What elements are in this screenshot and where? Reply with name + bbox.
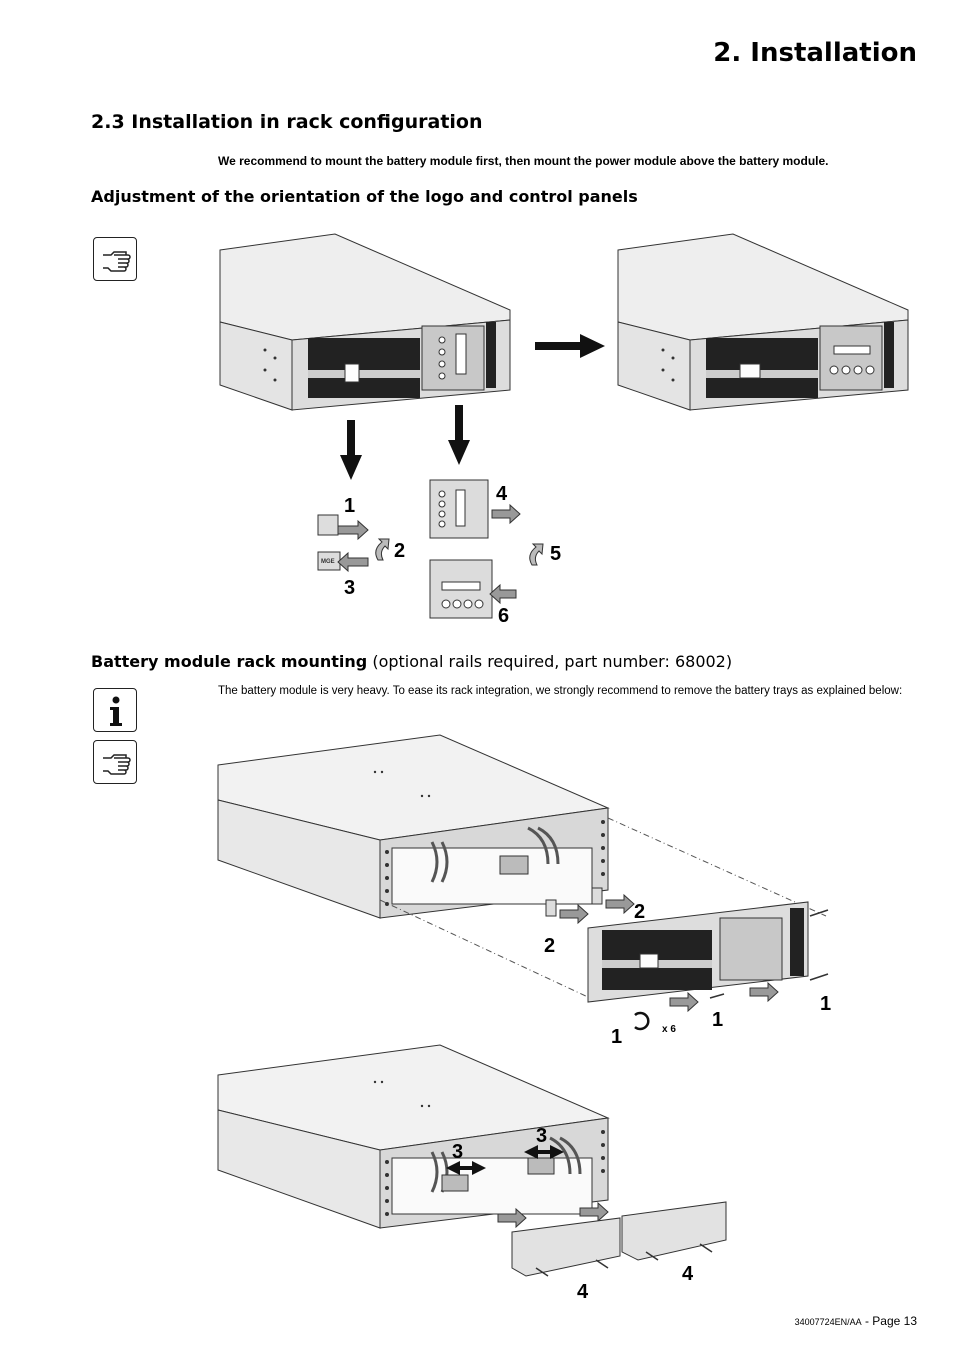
front-panel [587,901,809,1003]
battery-tray-diagram: 3 3 4 4 [217,1044,727,1303]
page-number: - Page 13 [861,1314,917,1328]
step-label: 4 [577,1281,589,1303]
battery-subtitle: Battery module rack mounting (optional r… [91,652,733,671]
screw-count: x 6 [662,1024,676,1035]
step-label: 1 [820,993,831,1015]
battery-module [217,1044,610,1229]
double-arrow-icon [524,1145,564,1159]
section-title: 2.3 Installation in rack configuration [91,111,483,133]
step-label: 1 [611,1026,622,1048]
intro-text: We recommend to mount the battery module… [218,154,829,168]
step-label: 2 [394,540,405,562]
arrow-down-icon [448,405,470,465]
screwdriver-rotate-icon [634,1011,650,1031]
double-arrow-icon [446,1161,486,1175]
logo-text: MGE [321,559,335,565]
battery-module [217,734,610,919]
step-label: 1 [712,1009,723,1031]
step-label: 5 [550,543,561,565]
arrow-down-icon [340,420,362,480]
step-label: 3 [344,577,355,599]
battery-front-panel-diagram: 2 2 x 6 1 1 1 [217,734,831,1048]
orientation-subtitle: Adjustment of the orientation of the log… [91,187,638,206]
doc-number: 34007724EN/AA [794,1317,862,1327]
step-label: 4 [496,483,508,505]
step-label: 3 [536,1125,547,1147]
logo-plate [317,514,339,536]
hand-pointer-icon [93,740,137,784]
ups-unit-after [617,233,909,411]
step-label: 2 [544,935,555,957]
chapter-title: 2. Installation [713,38,917,68]
arrow-right-icon [535,334,605,358]
step-label: 3 [452,1141,463,1163]
step-label: 6 [498,605,509,627]
step-label: 2 [634,901,645,923]
ups-unit-before [219,233,511,411]
rotate-arrow-icon [375,538,390,561]
orientation-diagram: MGE 1 2 3 4 5 6 [219,233,909,627]
battery-tray [621,1201,727,1261]
battery-note: The battery module is very heavy. To eas… [218,685,903,697]
battery-tray [511,1217,621,1277]
logo-plate [591,887,603,905]
step-label: 4 [682,1263,694,1285]
step-label: 1 [344,495,355,517]
logo-plate [545,899,557,917]
page-footer: 34007724EN/AA - Page 13 [795,1314,917,1328]
info-icon [93,688,137,732]
rotate-arrow-icon [529,543,544,566]
hand-pointer-icon [93,237,137,281]
